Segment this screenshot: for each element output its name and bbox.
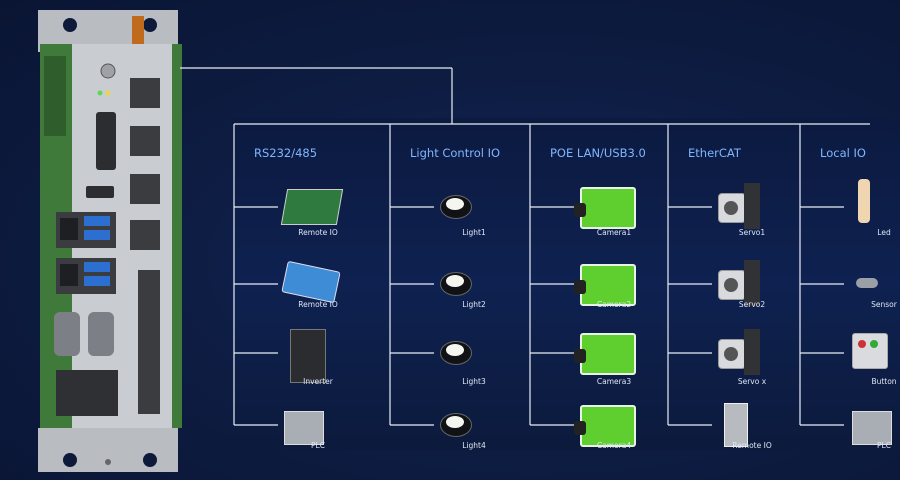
camera-icon-part (580, 333, 636, 375)
device-label: Light2 (462, 300, 486, 309)
plc-icon-part (852, 411, 892, 445)
device-label: Camera1 (596, 228, 632, 237)
serial-port-icon (88, 312, 114, 356)
device-label: Remote IO (298, 300, 338, 309)
ethernet-port-icon (130, 174, 160, 204)
camera-icon-part (574, 203, 586, 217)
column-header: POE LAN/USB3.0 (550, 146, 646, 160)
device-label: Led (877, 228, 891, 237)
device-label: Camera2 (596, 300, 632, 309)
column-header: RS232/485 (254, 146, 318, 160)
hdmi-port-icon (86, 186, 114, 198)
io-board-icon-part (280, 189, 344, 225)
camera-icon-part (580, 187, 636, 229)
controller-side-green-right (172, 44, 182, 428)
antenna-connector-icon (132, 16, 144, 46)
ring-light-icon-part (446, 416, 464, 428)
mount-hole-icon (143, 453, 157, 467)
camera-icon-part (574, 349, 586, 363)
camera-icon-part (574, 421, 586, 435)
connection-lines (180, 67, 870, 426)
screw-icon (105, 459, 111, 465)
device-label: Camera3 (596, 377, 632, 386)
ethernet-port-icon (130, 126, 160, 156)
usb-port-icon (84, 262, 110, 272)
led-icon-part (858, 179, 870, 223)
servo-motor-icon-part (724, 201, 738, 215)
device-label: Remote IO (732, 441, 772, 450)
column-header: EtherCAT (688, 146, 741, 160)
device-label: Sensor (871, 300, 897, 309)
servo-motor-icon-part (724, 278, 738, 292)
usb-port-icon (84, 276, 110, 286)
device-label: Button (871, 377, 897, 386)
ring-light-icon-part (446, 344, 464, 356)
power-button-icon (100, 63, 116, 79)
ethernet-port-icon (130, 220, 160, 250)
device-label: Servo x (737, 377, 767, 386)
column-header: Light Control IO (410, 146, 501, 160)
mount-hole-icon (63, 18, 77, 32)
device-label: Camera4 (596, 441, 632, 450)
device-label: Light3 (462, 377, 486, 386)
button-box-icon-part (870, 340, 878, 348)
servo-motor-icon-part (724, 347, 738, 361)
mount-plate-bottom (38, 428, 178, 472)
status-led-icon (105, 90, 111, 96)
device-label: Inverter (303, 377, 333, 386)
servo-motor-icon-part (744, 260, 760, 306)
usb-port-icon (84, 230, 110, 240)
device-label: Servo1 (738, 228, 766, 237)
device-label: Light4 (462, 441, 486, 450)
rj45-port-icon (60, 264, 78, 286)
servo-motor-icon-part (744, 329, 760, 375)
plc-icon-part (284, 411, 324, 445)
terminal-block-icon (56, 370, 118, 416)
usb-port-icon (84, 216, 110, 226)
mount-hole-icon (63, 453, 77, 467)
ring-light-icon-part (446, 275, 464, 287)
ring-light-icon-part (446, 198, 464, 210)
mount-hole-icon (143, 18, 157, 32)
camera-icon-part (580, 264, 636, 306)
camera-icon-part (574, 280, 586, 294)
column-header: Local IO (820, 146, 866, 160)
device-label: Light1 (462, 228, 486, 237)
device-label: Servo2 (738, 300, 766, 309)
servo-motor-icon-part (744, 183, 760, 229)
sensor-icon-part (856, 278, 878, 288)
button-box-icon-part (852, 333, 888, 369)
brand-strip (44, 56, 66, 136)
rj45-port-icon (60, 218, 78, 240)
device-label: Remote IO (298, 228, 338, 237)
io-terminal-column-icon (138, 270, 160, 414)
device-label: PLC (877, 441, 891, 450)
remote-io-rack-icon-part (724, 403, 748, 447)
serial-port-icon (54, 312, 80, 356)
status-led-icon (97, 90, 103, 96)
device-label: PLC (311, 441, 325, 450)
button-box-icon-part (858, 340, 866, 348)
dvi-port-icon (96, 112, 116, 170)
inverter-icon-part (290, 329, 326, 383)
ethernet-port-icon (130, 78, 160, 108)
